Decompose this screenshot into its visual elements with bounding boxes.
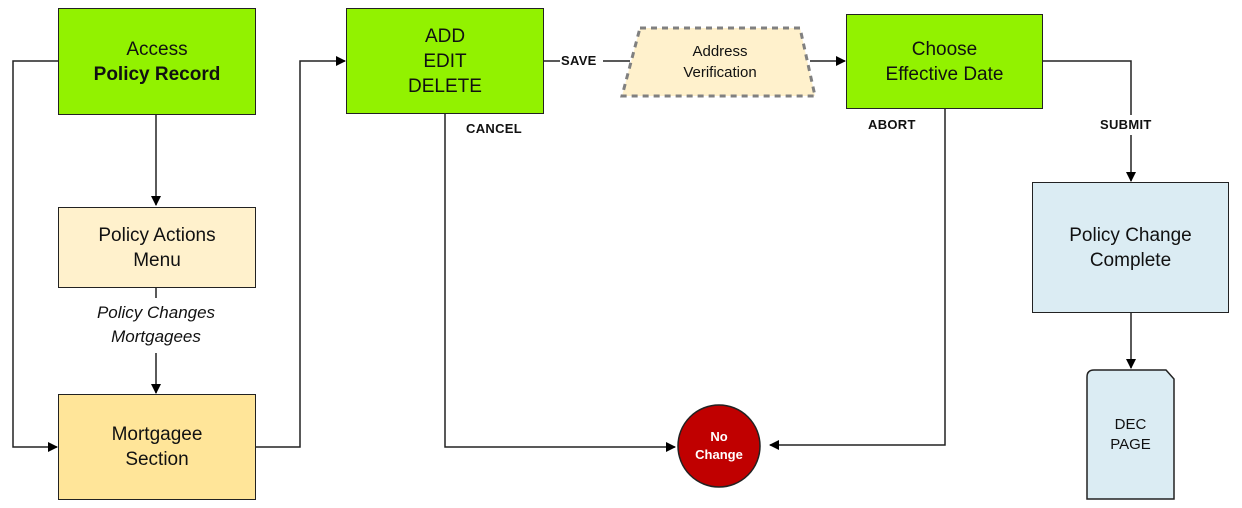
submit-label: SUBMIT: [1100, 117, 1152, 132]
verification-label: Verification: [683, 64, 757, 81]
no-change-node[interactable]: No Change: [678, 405, 760, 487]
dec-page-node[interactable]: DEC PAGE: [1087, 370, 1174, 499]
edge-abort-to-no-change: [769, 108, 946, 450]
cancel-label: CANCEL: [466, 121, 522, 136]
change-label: Change: [695, 447, 743, 462]
mortgagee-label: Mortgagee: [111, 424, 203, 445]
no-label: No: [710, 429, 728, 444]
policy-change-complete-node[interactable]: Policy Change Complete: [1032, 182, 1229, 313]
dec-page-shape: [1086, 369, 1175, 500]
policy-record-label: Policy Record: [93, 63, 221, 85]
page-label: PAGE: [1110, 435, 1151, 453]
edge-access-bypass-to-mortgagee: [12, 60, 58, 452]
mortgagees-label: Mortgagees: [111, 327, 201, 346]
section-label: Section: [125, 449, 189, 470]
policy-change-label: Policy Change: [1069, 224, 1192, 246]
access-policy-record-node[interactable]: Access Policy Record: [58, 8, 256, 115]
no-change-circle: [677, 404, 761, 488]
policy-actions-label: Policy Actions: [98, 224, 216, 246]
effective-date-label: Effective Date: [885, 63, 1004, 85]
edge-submit-to-complete: [1042, 60, 1132, 115]
add-label: ADD: [424, 25, 466, 47]
mortgagee-section-node[interactable]: Mortgagee Section: [58, 394, 256, 500]
dec-label: DEC: [1114, 415, 1147, 433]
address-label: Address: [692, 43, 748, 60]
add-edit-delete-node[interactable]: ADD EDIT DELETE: [346, 8, 544, 114]
edit-label: EDIT: [423, 50, 467, 72]
save-label: SAVE: [561, 53, 597, 68]
choose-effective-date-node[interactable]: Choose Effective Date: [846, 14, 1043, 109]
edge-mortgagee-to-add-edit-delete: [255, 56, 346, 448]
policy-changes-label: Policy Changes: [96, 303, 216, 322]
complete-label: Complete: [1089, 249, 1172, 271]
address-verification-node[interactable]: Address Verification: [630, 30, 810, 94]
access-label: Access: [126, 38, 188, 60]
choose-label: Choose: [911, 38, 978, 60]
delete-label: DELETE: [408, 75, 482, 97]
policy-actions-menu-node[interactable]: Policy Actions Menu: [58, 207, 256, 288]
menu-label: Menu: [133, 249, 181, 271]
edge-cancel-to-no-change: [444, 114, 676, 452]
menu-path-label: Policy Changes Mortgagees: [80, 301, 232, 349]
address-verification-shape: [620, 26, 817, 98]
abort-label: ABORT: [868, 117, 916, 132]
